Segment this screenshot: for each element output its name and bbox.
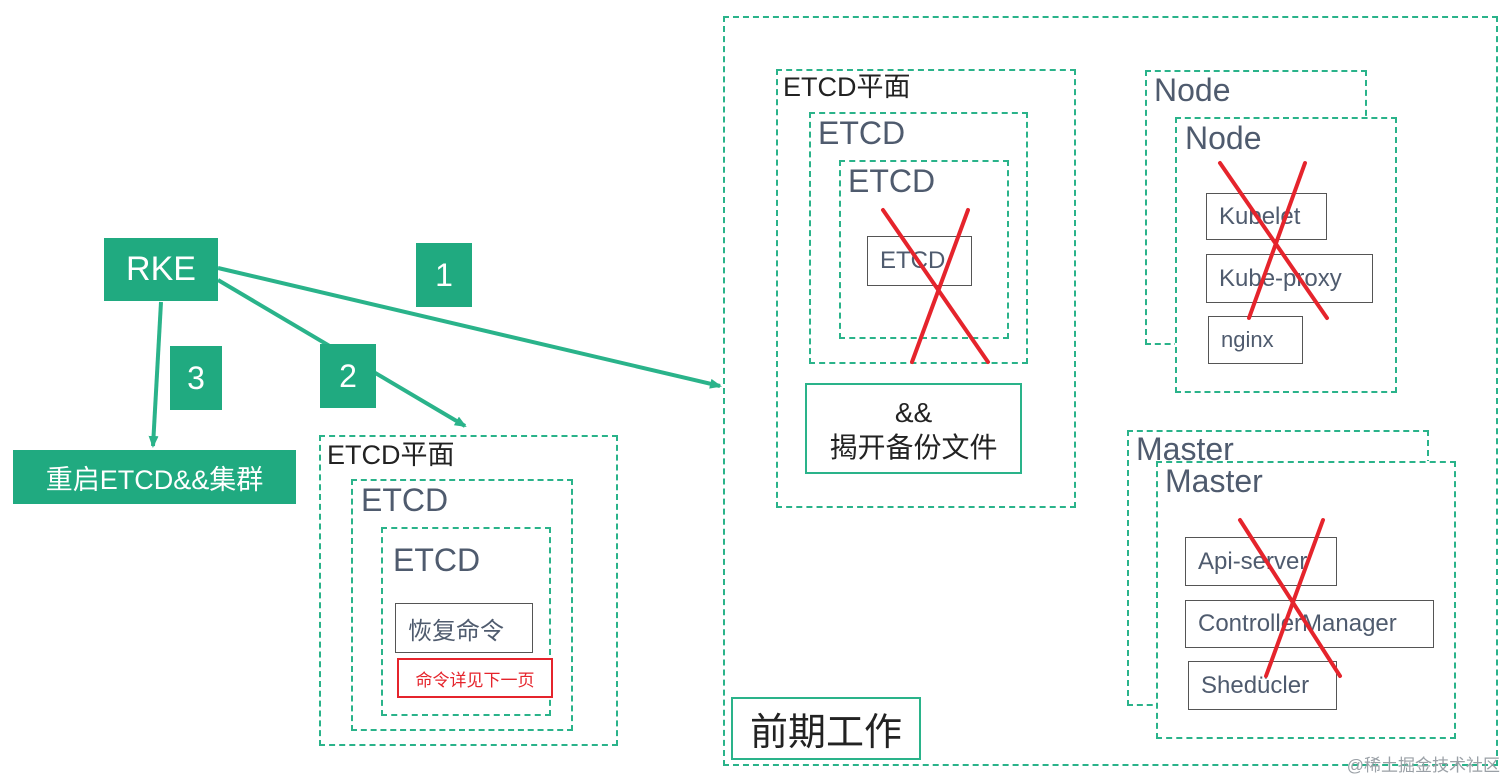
- uncover-backup-box: && 揭开备份文件: [805, 383, 1022, 474]
- restore-command-box: 恢复命令: [395, 603, 533, 653]
- node-front-label: Node: [1185, 120, 1262, 156]
- restart-etcd-cluster-box: 重启ETCD&&集群: [13, 450, 296, 504]
- prework-title: 前期工作: [731, 697, 921, 760]
- arrow-to-restart: [148, 301, 163, 448]
- backup-line-1: &&: [894, 397, 933, 428]
- master-front-label: Master: [1165, 463, 1263, 499]
- prework-etcd-outer-label: ETCD: [818, 115, 906, 151]
- restore-etcd-inner-label: ETCD: [393, 542, 481, 578]
- step-3-badge: 3: [170, 346, 222, 410]
- nginx-box: nginx: [1208, 316, 1303, 364]
- watermark: @稀土掘金技术社区: [1346, 756, 1500, 775]
- step-2-badge: 2: [320, 344, 376, 408]
- prework-etcd-component: ETCD: [867, 236, 972, 286]
- prework-area: [723, 16, 1498, 766]
- restore-etcd-outer-label: ETCD: [361, 482, 449, 518]
- see-next-page-note: 命令详见下一页: [397, 658, 553, 698]
- prework-etcd-inner-label: ETCD: [848, 163, 936, 199]
- backup-line-2: 揭开备份文件: [829, 432, 998, 463]
- rke-node: RKE: [104, 238, 218, 301]
- prework-plane-label: ETCD平面: [783, 72, 911, 102]
- restore-plane-label: ETCD平面: [327, 440, 455, 470]
- scheduler-box: Shedücler: [1188, 661, 1337, 710]
- step-1-badge: 1: [416, 243, 472, 307]
- kube-proxy-box: Kube-proxy: [1206, 254, 1373, 303]
- master-back-label: Master: [1136, 431, 1234, 467]
- api-server-box: Api-server: [1185, 537, 1337, 586]
- kubelet-box: Kubelet: [1206, 193, 1327, 240]
- controller-manager-box: ControllerManager: [1185, 600, 1434, 648]
- node-back-label: Node: [1154, 72, 1231, 108]
